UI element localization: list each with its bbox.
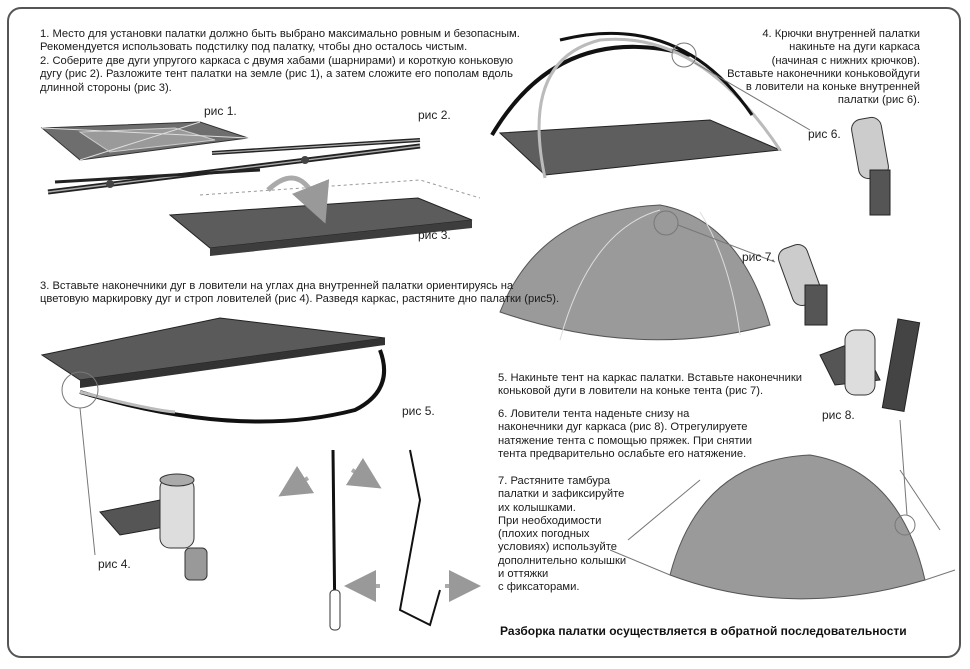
step-6-text: 6. Ловители тента наденьте снизу на нако…: [498, 408, 753, 460]
pole-assembly-arrows-drawing: [278, 449, 481, 631]
fig7-label: рис 7.: [742, 250, 775, 264]
fig5-floor-with-poles-drawing: [40, 317, 386, 556]
step-4-text: 4. Крючки внутренней палатки накиньте на…: [727, 28, 920, 107]
fig7-tent-fly-drawing: [499, 204, 776, 341]
fig2-label: рис 2.: [418, 108, 451, 122]
fig6-detail-drawing: [851, 116, 891, 216]
fig4-label: рис 4.: [98, 557, 131, 571]
step-3-text: 3. Вставьте наконечники дуг в ловители н…: [40, 280, 560, 306]
fig3-label: рис 3.: [418, 228, 451, 242]
fig4-buckle-detail-drawing: [99, 473, 208, 581]
fig8-label: рис 8.: [822, 408, 855, 422]
fig6-inner-frame-drawing: [490, 31, 811, 179]
fig2-poles-drawing: [47, 138, 421, 195]
fig8-buckle-detail-drawing: [819, 318, 921, 412]
step-1-text: 1. Место для установки палатки должно бы…: [40, 28, 520, 54]
fig5-label: рис 5.: [402, 404, 435, 418]
disassembly-note: Разборка палатки осуществляется в обратн…: [500, 624, 907, 638]
fig8-pitched-tent-drawing: [609, 419, 956, 600]
step-2-text: 2. Соберите две дуги упругого каркаса с …: [40, 55, 514, 94]
fig1-tent-sheet-drawing: [40, 121, 249, 161]
step-7-text: 7. Растяните тамбура палатки и зафиксиру…: [498, 475, 627, 594]
fig3-folded-sheet-drawing: [168, 175, 481, 256]
fig6-label: рис 6.: [808, 127, 841, 141]
fig7-detail-drawing: [777, 243, 828, 326]
fig1-label: рис 1.: [204, 104, 237, 118]
step-5-text: 5. Накиньте тент на каркас палатки. Вста…: [498, 372, 802, 398]
